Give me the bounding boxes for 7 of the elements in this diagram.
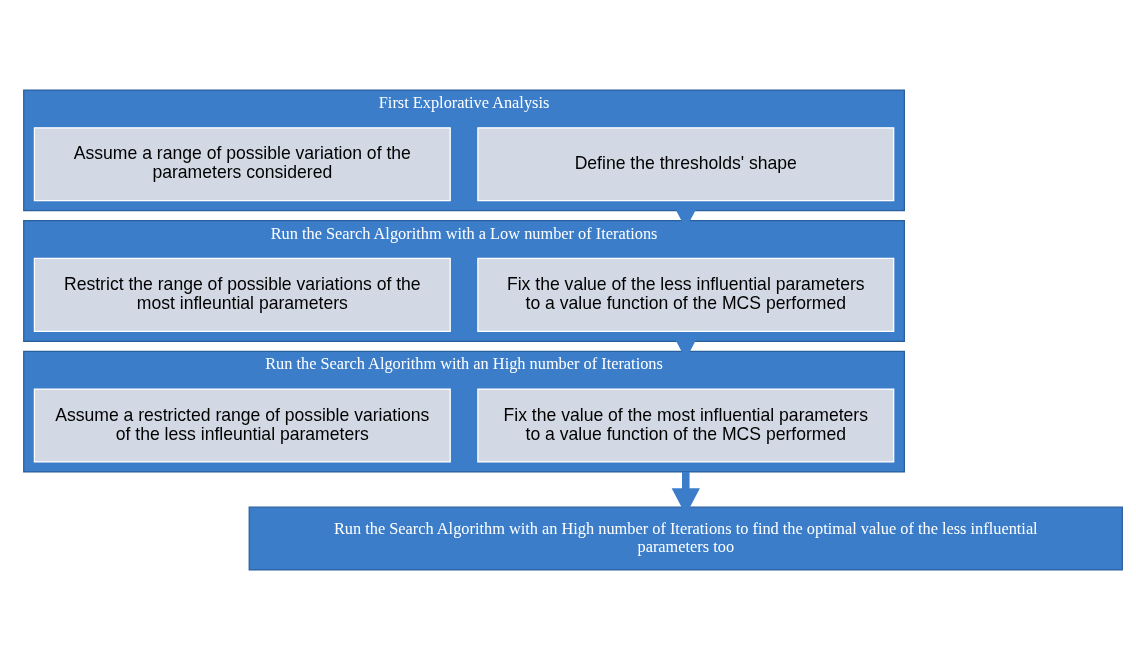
node-box: Restrict the range of possible variations of the most infleuntial parameters: [33, 257, 451, 332]
node-box: Fix the value of the most influential parameters to a value function of the MCS performed: [477, 388, 895, 463]
node-box: Define the thresholds' shape: [477, 127, 895, 202]
node-box: Run the Search Algorithm with an High number of Iterations to find the optimal value of the less influential parameters too: [248, 506, 1123, 571]
node-box: Assume a range of possible variation of the parameters considered: [33, 127, 451, 202]
node-box: Fix the value of the less influential parameters to a value function of the MCS performed: [477, 257, 895, 332]
node-box: Assume a restricted range of possible variations of the less infleuntial parameters: [33, 388, 451, 463]
